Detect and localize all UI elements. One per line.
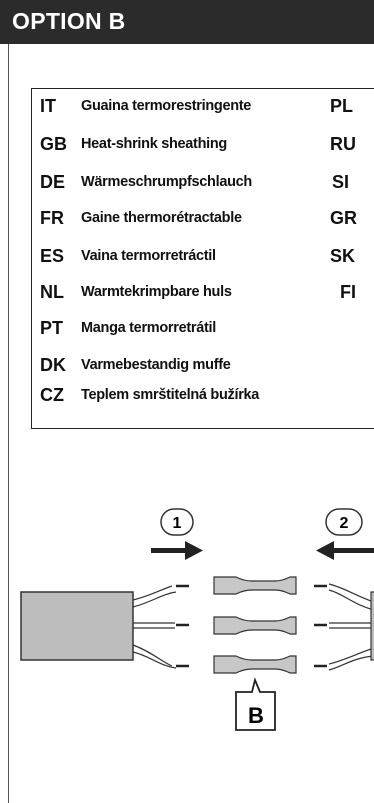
step-1-label: 1: [173, 515, 182, 532]
language-term: Guaina termorestringente: [81, 98, 252, 114]
language-code-right: RU: [330, 134, 356, 154]
right-wires: [328, 583, 374, 671]
language-term: Teplem smrštitelná bužírka: [81, 387, 260, 403]
page-title: OPTION B: [12, 8, 126, 34]
language-term: Manga termorretrátil: [81, 320, 217, 336]
left-wire-tips: [176, 584, 189, 668]
language-code-right: GR: [330, 208, 357, 228]
cable-body-right: [370, 591, 374, 661]
language-code: ES: [40, 246, 65, 266]
language-term: Heat-shrink sheathing: [81, 136, 227, 152]
language-term: Warmtekrimpbare huls: [81, 284, 232, 300]
sleeve-bottom: [213, 655, 297, 674]
language-code: NL: [40, 282, 64, 302]
language-code: PT: [40, 318, 64, 338]
callout-b-label: B: [248, 703, 264, 728]
sleeve-top: [213, 576, 297, 595]
heat-shrink-sleeves: [213, 576, 297, 674]
left-wires: [132, 585, 177, 669]
step-2-label: 2: [340, 515, 349, 532]
page-rule: [8, 44, 9, 803]
arrow-right-icon: [151, 541, 203, 560]
cable-body-left: [20, 591, 134, 661]
language-code-right: PL: [330, 96, 354, 116]
language-code-right: SI: [332, 172, 350, 192]
language-code: GB: [40, 134, 67, 154]
language-code: IT: [40, 96, 56, 116]
step-1-badge: 1: [160, 508, 194, 536]
language-term: Wärmeschrumpfschlauch: [81, 174, 252, 190]
language-code: DE: [40, 172, 66, 192]
language-term: Vaina termorretráctil: [81, 248, 216, 264]
language-term: Gaine thermorétractable: [81, 210, 242, 226]
language-term: Varmebestandig muffe: [81, 357, 231, 373]
language-table: IT Guaina termorestringente GB Heat-shri…: [31, 88, 374, 429]
step-2-badge: 2: [325, 508, 363, 536]
language-code: FR: [40, 208, 64, 228]
header-bar: OPTION B: [0, 0, 374, 44]
callout-b: B: [235, 677, 276, 731]
language-code-right: SK: [330, 246, 356, 266]
right-wire-tips: [314, 584, 327, 668]
language-code: DK: [40, 355, 66, 375]
language-code-right: FI: [340, 282, 356, 302]
wiring-diagram: 1 2: [20, 508, 374, 731]
arrow-left-icon: [316, 541, 374, 560]
sleeve-middle: [213, 616, 297, 635]
language-code: CZ: [40, 385, 64, 405]
